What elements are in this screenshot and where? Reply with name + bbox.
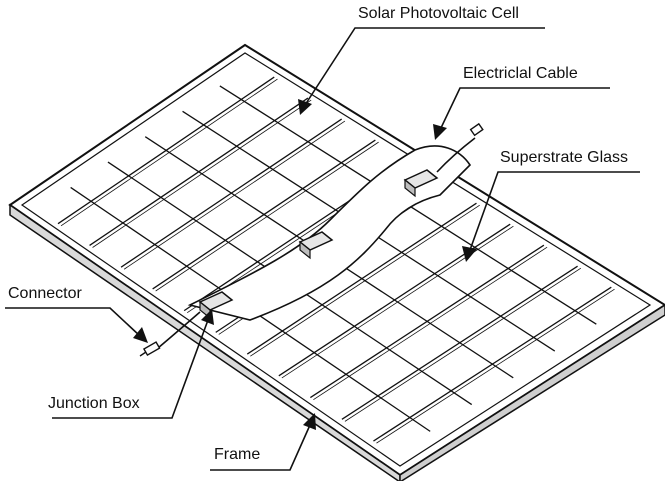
junction-box-right — [403, 169, 439, 198]
label-superstrate-glass: Superstrate Glass — [500, 149, 629, 166]
cell-row-line — [373, 286, 612, 442]
cell-row-line-double — [344, 267, 582, 422]
panel-frame-inner — [20, 52, 652, 467]
cell-row-line-double — [123, 120, 346, 270]
label-solar-photovoltaic-cell: Solar Photovoltaic Cell — [358, 5, 519, 22]
leader-connector — [5, 307, 148, 343]
cable-plug-top — [469, 122, 484, 137]
cell-row-line-double — [60, 78, 278, 227]
cell-row-line — [120, 118, 343, 268]
junction-box-middle — [298, 231, 334, 260]
label-electrical-cable: Electriclal Cable — [463, 65, 578, 82]
connector-plug — [139, 341, 161, 357]
leader-solar-cell — [298, 27, 545, 115]
label-connector: Connector — [8, 285, 82, 302]
cell-row-line-double — [313, 246, 548, 400]
cell-row-line-double — [92, 99, 312, 248]
leader-junction-box — [52, 309, 214, 419]
leader-electrical-cable — [433, 87, 610, 140]
cell-row-line-double — [155, 141, 379, 292]
label-junction-box: Junction Box — [48, 395, 140, 412]
cell-row-line — [152, 139, 376, 290]
connector-cable — [157, 311, 201, 349]
cell-row-line-double — [376, 288, 615, 444]
panel-frame-side-right — [399, 304, 665, 481]
cell-row-line — [310, 244, 545, 399]
cell-row-line — [246, 202, 477, 355]
electrical-cable — [436, 137, 476, 173]
cell-row-line-double — [250, 204, 480, 357]
panel-frame-side — [9, 203, 401, 481]
leader-superstrate-glass — [462, 171, 640, 262]
cell-row-line — [57, 76, 275, 225]
label-frame: Frame — [214, 446, 261, 463]
cell-row-line — [341, 265, 578, 420]
cell-row-line — [89, 97, 309, 246]
leader-frame — [210, 413, 316, 471]
